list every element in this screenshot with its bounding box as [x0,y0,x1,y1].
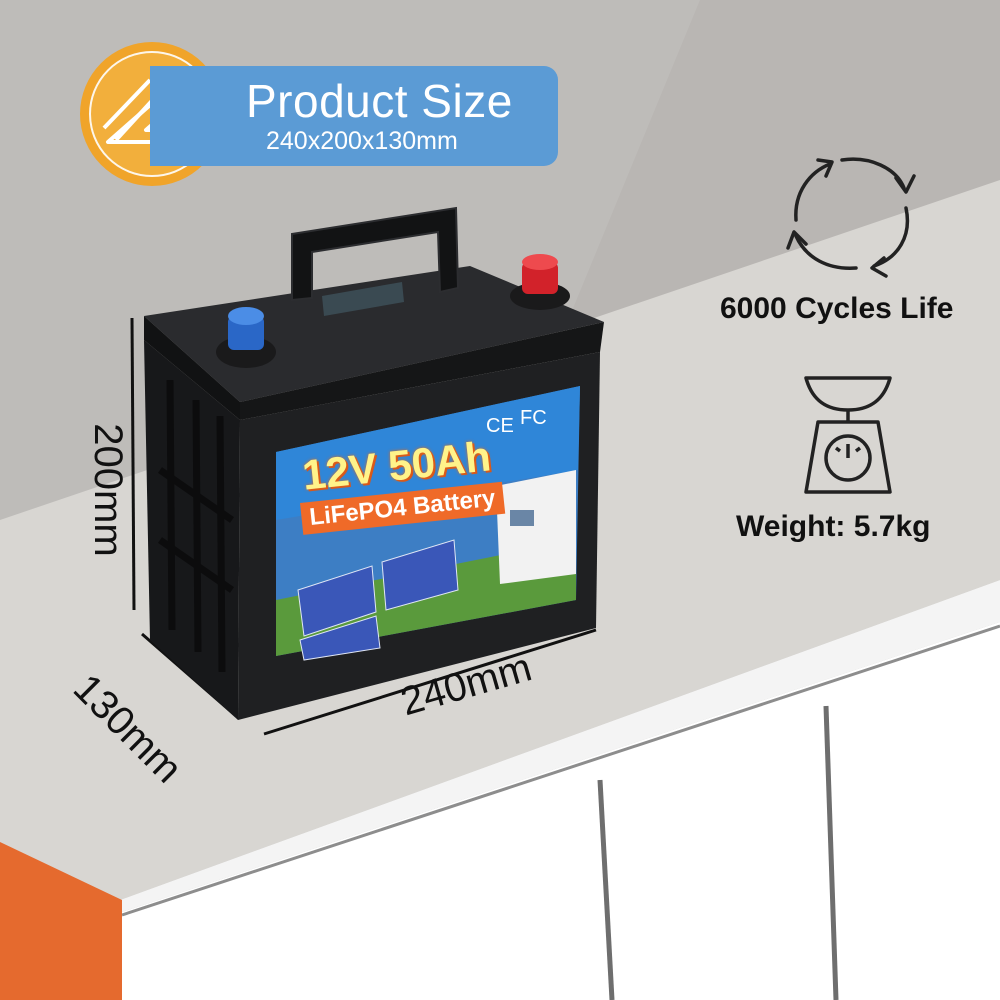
battery-lid [144,266,604,402]
negative-terminal [216,307,276,368]
label-sky [276,386,580,520]
height-dimension-label: 200mm [86,423,130,557]
fc-mark: FC [520,407,547,429]
rv-vehicle [496,470,576,584]
solar-panels [297,539,459,661]
width-dimension-line [263,628,597,736]
recycle-arrows-icon [786,157,916,278]
height-dimension-line [130,317,136,611]
positive-terminal [510,254,570,310]
battery-lid-rim [240,322,604,420]
battery-lcd [322,282,404,316]
cabinet-seam [823,705,839,1000]
battery-lid-rim [144,316,240,420]
floor-accent [0,842,122,1000]
scale-icon [804,376,892,494]
product-size-dimensions: 240x200x130mm [266,127,458,155]
countertop-edge [120,580,1000,912]
cabinet-seam [597,779,615,1000]
cabinet-seam [121,624,1000,917]
product-size-title: Product Size [246,75,513,127]
battery-handle [291,206,460,302]
ce-mark: CE [486,415,514,437]
product-size-banner [150,66,558,166]
cabinet-front [122,622,1000,1000]
cycle-life-label: 6000 Cycles Life [720,292,954,325]
weight-label: Weight: 5.7kg [736,510,931,543]
